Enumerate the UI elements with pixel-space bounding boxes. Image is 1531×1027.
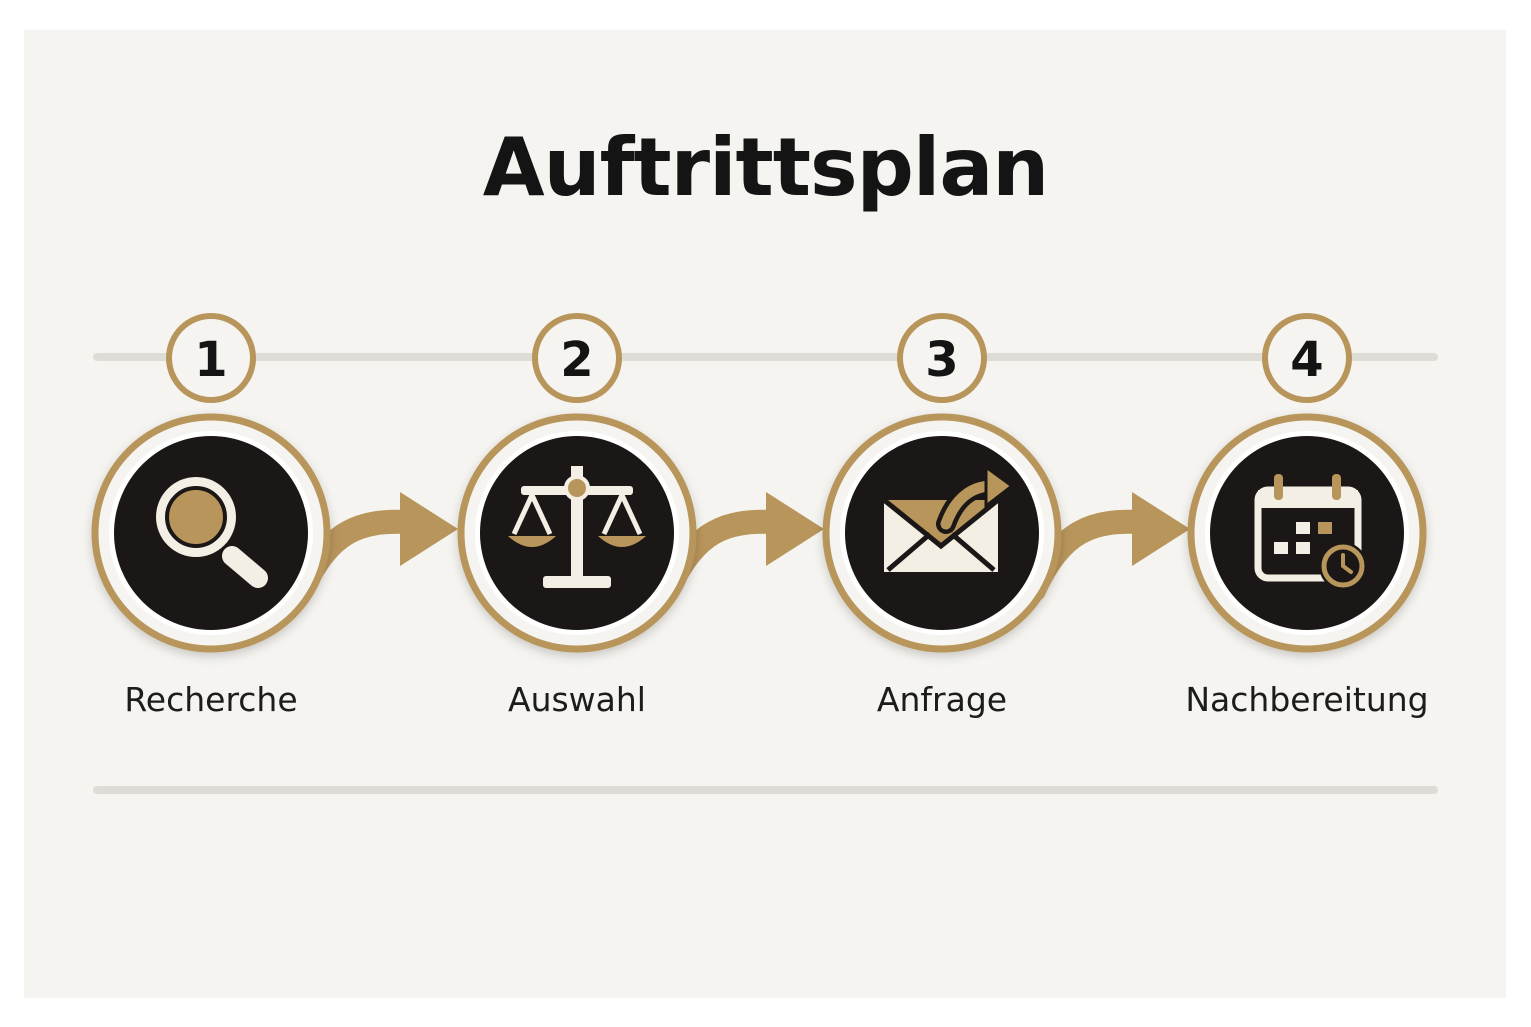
step-label-1: Recherche xyxy=(124,680,298,719)
step-number-badge-1 xyxy=(166,313,256,403)
step-number-4: 4 xyxy=(1290,332,1323,388)
step-label-2: Auswahl xyxy=(508,680,646,719)
page-title: Auftrittsplan xyxy=(482,121,1050,214)
mail-forward-icon xyxy=(882,464,1015,572)
step-2: 2 xyxy=(457,313,697,653)
step-label-4: Nachbereitung xyxy=(1185,680,1429,719)
step-label-3: Anfrage xyxy=(876,680,1008,719)
step-number-3: 3 xyxy=(925,332,958,388)
scale-icon xyxy=(508,466,646,588)
step-4: 4 xyxy=(1187,313,1427,653)
step-number-badge-3 xyxy=(897,313,987,403)
step-number-badge-2 xyxy=(532,313,622,403)
step-3: 3 xyxy=(822,313,1062,653)
step-1: 1 xyxy=(91,313,331,653)
calendar-clock-icon xyxy=(1254,474,1367,590)
magnifier-icon xyxy=(156,477,268,588)
step-number-1: 1 xyxy=(194,332,227,388)
step-number-badge-4 xyxy=(1262,313,1352,403)
step-number-2: 2 xyxy=(560,332,593,388)
